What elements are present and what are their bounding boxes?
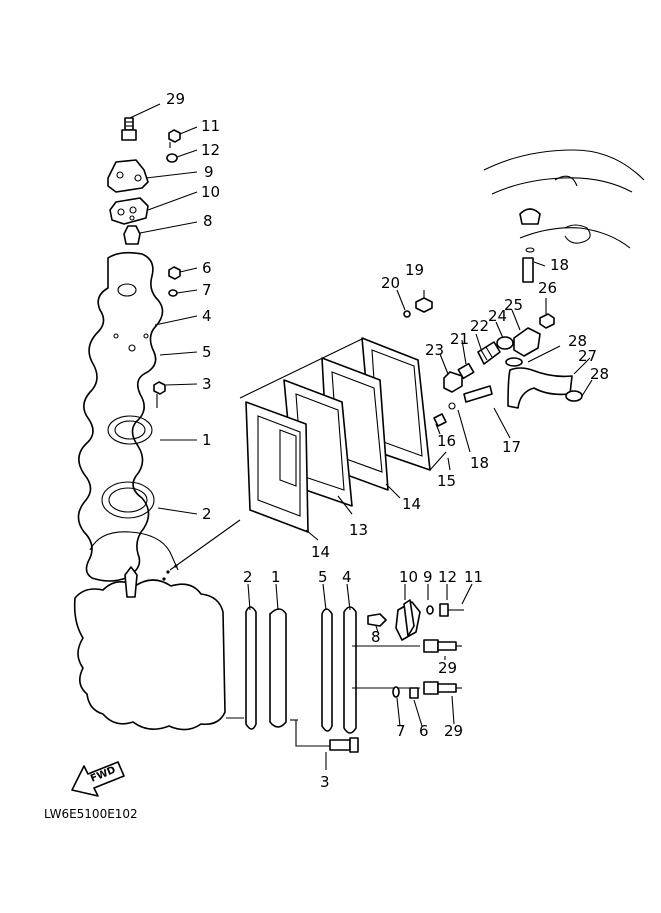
callout: 4 <box>202 307 212 325</box>
washer-12 <box>166 153 178 163</box>
callout: 11 <box>464 568 483 586</box>
callout: 10 <box>201 183 220 201</box>
bolt-26 <box>539 313 555 329</box>
callout: 19 <box>405 261 424 279</box>
plate-link-line <box>239 337 365 399</box>
spark-plug-top <box>121 117 137 141</box>
bolt-3-upper <box>153 381 166 408</box>
valve-21 <box>457 362 475 380</box>
hose-27 <box>507 367 573 409</box>
clip-28-upper <box>505 357 523 367</box>
callout: 10 <box>399 568 418 586</box>
callout: 4 <box>342 568 352 586</box>
callout: 7 <box>202 281 212 299</box>
callout: 18 <box>550 256 569 274</box>
callout: 26 <box>538 279 557 297</box>
callout: 6 <box>202 259 212 277</box>
cover-9 <box>107 159 149 193</box>
callout: 9 <box>423 568 433 586</box>
joint-16 <box>433 413 447 427</box>
callout: 23 <box>425 341 444 359</box>
callout: 9 <box>204 163 214 181</box>
callout: 29 <box>444 722 463 740</box>
callout: 5 <box>318 568 328 586</box>
callout: 12 <box>201 141 220 159</box>
callout: 22 <box>470 317 489 335</box>
cover-23 <box>443 371 463 393</box>
callout: 29 <box>438 659 457 677</box>
callout: 21 <box>450 330 469 348</box>
callout: 12 <box>438 568 457 586</box>
callout: 1 <box>202 431 212 449</box>
callout: 1 <box>271 568 281 586</box>
thermostat-8-side <box>367 613 387 627</box>
callout: 24 <box>488 307 507 325</box>
gasket-10-side <box>403 599 415 637</box>
spark-plug-side-1 <box>423 639 462 653</box>
callout: 18 <box>470 454 489 472</box>
callout: 6 <box>419 722 429 740</box>
diagram-code: LW6E5100E102 <box>44 807 138 821</box>
washer-12-side <box>426 605 434 615</box>
bolt-6-side <box>409 687 419 699</box>
callout: 5 <box>202 343 212 361</box>
callout: 2 <box>202 505 212 523</box>
bolt-6 <box>168 266 181 280</box>
callout: 7 <box>396 722 406 740</box>
callout: 29 <box>166 90 185 108</box>
bolt-19 <box>415 297 433 313</box>
callout: 16 <box>437 432 456 450</box>
callout: 8 <box>371 628 381 646</box>
callout: 28 <box>590 365 609 383</box>
hose-18-top <box>522 257 534 283</box>
callout: 13 <box>349 521 368 539</box>
callout: 28 <box>568 332 587 350</box>
washer-7 <box>168 289 178 297</box>
cover-plates <box>245 337 431 533</box>
callout: 27 <box>578 347 597 365</box>
washer-7-side <box>392 686 400 698</box>
grommet <box>519 208 541 225</box>
tank-outline <box>483 149 645 249</box>
thermostat-8 <box>123 225 141 245</box>
callout: 14 <box>402 495 421 513</box>
fwd-arrow-icon: FWD <box>71 761 125 797</box>
clip-28-lower <box>565 390 583 402</box>
callout: 3 <box>202 375 212 393</box>
callout: 3 <box>320 773 330 791</box>
callout: 2 <box>243 568 253 586</box>
callout-numbers: 29 11 12 9 10 8 6 7 4 5 3 1 2 19 20 18 2… <box>166 90 609 791</box>
leader-lines-bottom <box>247 583 473 770</box>
leader-lines-left <box>129 103 198 515</box>
side-view-gaskets <box>245 606 357 734</box>
callout: 20 <box>381 274 400 292</box>
bolt-3-side <box>290 719 359 753</box>
gasket-24 <box>496 336 514 350</box>
engine-block <box>73 579 226 731</box>
washer-20 <box>403 310 411 318</box>
callout: 15 <box>437 472 456 490</box>
callout: 17 <box>502 438 521 456</box>
hose-17 <box>463 385 493 403</box>
gasket-10 <box>109 197 149 225</box>
housing-25 <box>513 327 541 357</box>
callout: 25 <box>504 296 523 314</box>
callout: 11 <box>201 117 220 135</box>
callout: 14 <box>311 543 330 561</box>
callout: 8 <box>203 212 213 230</box>
leader-lines-right <box>396 261 593 471</box>
bolt-11 <box>168 129 181 148</box>
spark-plug-side-2 <box>423 681 462 695</box>
